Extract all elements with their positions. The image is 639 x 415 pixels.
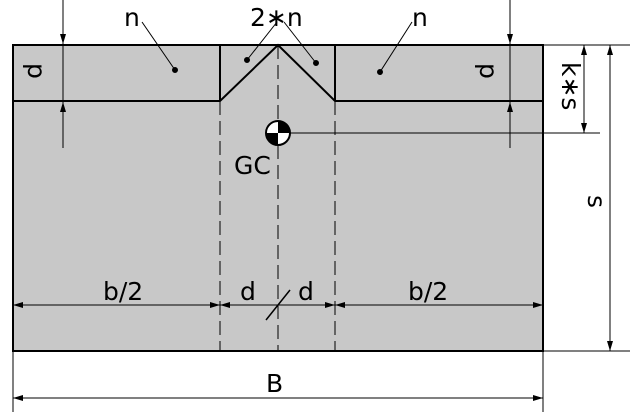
label-p-right: p <box>474 63 503 79</box>
leader-dot-right <box>377 69 383 75</box>
label-B: B <box>266 369 283 398</box>
n-leaders <box>141 21 413 75</box>
label-b-half-left: b/2 <box>103 277 143 306</box>
label-b-half-right: b/2 <box>408 277 448 306</box>
leader-dot-center-right <box>313 60 319 66</box>
leader-dot-left <box>172 67 178 73</box>
leader-dot-center-left <box>244 57 250 63</box>
label-p-left: p <box>22 63 51 79</box>
label-n-right: n <box>412 3 428 32</box>
ks-dimension <box>280 44 630 134</box>
center-of-gravity-icon <box>265 120 291 146</box>
s-dimension <box>543 45 630 352</box>
label-s: s <box>582 195 611 208</box>
label-n-left: n <box>124 3 140 32</box>
b-d-dimension <box>13 289 543 321</box>
label-d-right: d <box>298 277 314 306</box>
B-dimension <box>12 351 544 412</box>
label-gc: GC <box>234 151 271 180</box>
label-n-center: 2∗n <box>250 3 303 32</box>
dashed-guides <box>219 45 336 351</box>
label-d-left: d <box>240 277 256 306</box>
label-ks: k∗s <box>556 62 585 110</box>
